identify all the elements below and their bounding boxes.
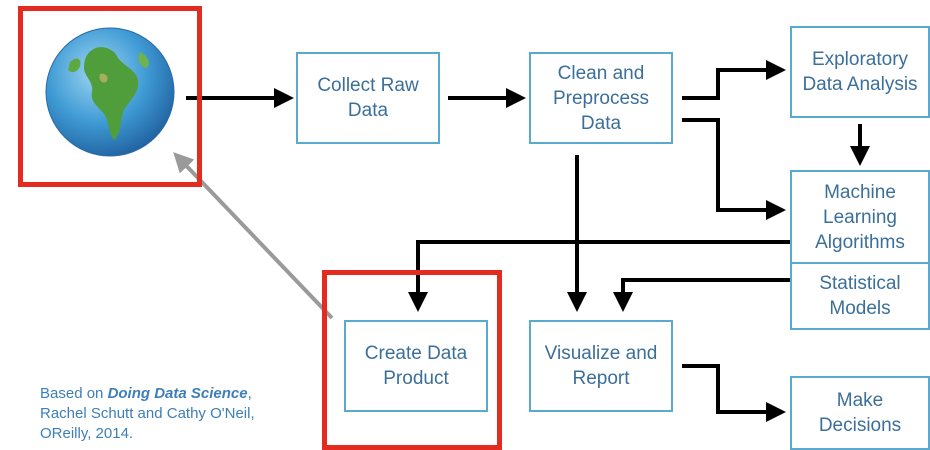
node-exploratory-data-analysis-label: Exploratory Data Analysis xyxy=(802,49,918,95)
node-collect-raw-data-label: Collect Raw Data xyxy=(317,75,419,121)
credit-publisher: OReilly, 2014. xyxy=(40,425,134,442)
arrow-visualize-to-decisions xyxy=(682,364,786,422)
globe-icon xyxy=(40,22,180,162)
node-machine-learning-algorithms[interactable]: Machine Learning Algorithms xyxy=(790,170,930,264)
credit-line-1: Based on Doing Data Science, xyxy=(40,384,255,404)
arrow-ml-to-product xyxy=(408,240,792,312)
arrow-product-to-globe xyxy=(173,152,334,320)
node-machine-learning-algorithms-label: Machine Learning Algorithms xyxy=(815,181,905,253)
node-clean-preprocess-data[interactable]: Clean and Preprocess Data xyxy=(529,52,673,144)
arrow-clean-to-eda xyxy=(682,60,786,100)
source-credit: Based on Doing Data Science, Rachel Schu… xyxy=(40,384,255,444)
credit-suffix: , xyxy=(247,385,252,402)
node-create-data-product[interactable]: Create Data Product xyxy=(344,320,488,412)
node-make-decisions[interactable]: Make Decisions xyxy=(790,376,930,450)
arrow-clean-to-ml xyxy=(682,118,786,220)
node-visualize-and-report-label: Visualize and Report xyxy=(544,343,658,389)
node-exploratory-data-analysis[interactable]: Exploratory Data Analysis xyxy=(790,26,930,118)
node-clean-preprocess-data-label: Clean and Preprocess Data xyxy=(552,62,650,134)
arrow-stats-to-visualize xyxy=(613,278,792,312)
node-make-decisions-label: Make Decisions xyxy=(818,390,902,436)
credit-authors: Rachel Schutt and Cathy O'Neil, xyxy=(40,405,255,422)
node-statistical-models[interactable]: Statistical Models xyxy=(790,262,930,330)
credit-book-title: Doing Data Science xyxy=(107,385,248,402)
node-create-data-product-label: Create Data Product xyxy=(364,343,468,389)
credit-prefix: Based on xyxy=(40,385,108,402)
node-visualize-and-report[interactable]: Visualize and Report xyxy=(529,320,673,412)
node-statistical-models-label: Statistical Models xyxy=(819,273,901,319)
node-collect-raw-data[interactable]: Collect Raw Data xyxy=(296,52,440,144)
